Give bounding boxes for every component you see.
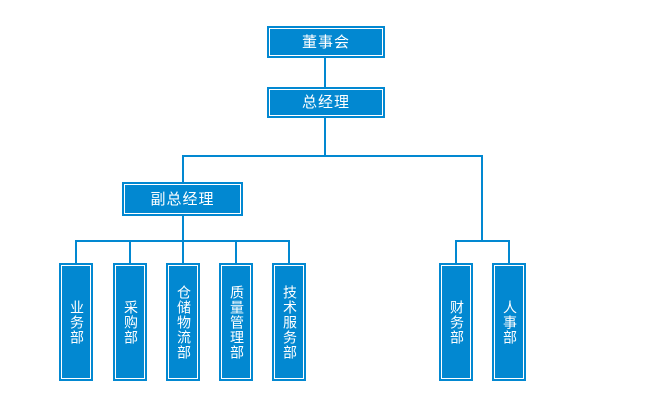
org-node-quality-management-dept: 质量管理部 (219, 263, 253, 381)
connector-right-dept-bus (455, 240, 510, 242)
org-node-board-of-directors: 董事会 (267, 26, 385, 58)
connector-drop-warehouse-logistics (182, 240, 184, 263)
org-node-hr-dept: 人事部 (492, 263, 526, 381)
org-node-business-dept: 业务部 (59, 263, 93, 381)
connector-bus-to-right-group (481, 155, 483, 242)
connector-gm-down (324, 118, 326, 156)
org-node-general-manager: 总经理 (267, 87, 385, 118)
connector-drop-hr (508, 240, 510, 263)
connector-drop-business (75, 240, 77, 263)
connector-drop-technical-service (288, 240, 290, 263)
org-node-technical-service-dept: 技术服务部 (272, 263, 306, 381)
org-node-warehouse-logistics-dept: 仓储物流部 (166, 263, 200, 381)
org-node-finance-dept: 财务部 (439, 263, 473, 381)
connector-board-to-gm (324, 58, 326, 87)
connector-bus-to-dgm (182, 155, 184, 183)
connector-main-bus (182, 155, 483, 157)
connector-drop-finance (455, 240, 457, 263)
connector-dgm-down (182, 216, 184, 242)
connector-drop-purchasing (129, 240, 131, 263)
org-node-deputy-general-manager: 副总经理 (122, 182, 243, 216)
org-node-purchasing-dept: 采购部 (113, 263, 147, 381)
connector-drop-quality-management (235, 240, 237, 263)
